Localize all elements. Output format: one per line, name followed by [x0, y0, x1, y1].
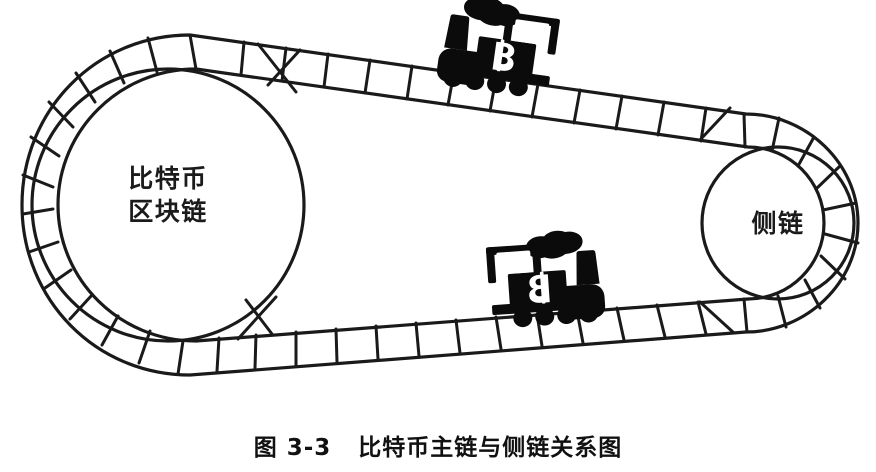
- ties-right-arc: [742, 112, 860, 334]
- train-upper: [434, 0, 561, 101]
- transition-ties: [236, 42, 736, 341]
- train-lower: [485, 229, 607, 330]
- inner-rail: [56, 67, 826, 343]
- side-chain-label-group: 侧链: [751, 209, 804, 238]
- figure-caption: 图 3-3 比特币主链与侧链关系图: [253, 435, 623, 461]
- side-chain-label: 侧链: [751, 209, 804, 238]
- ties-left-arc: [21, 33, 221, 376]
- main-chain-label-line1: 比特币: [128, 164, 208, 193]
- track-loop: [20, 33, 860, 377]
- chain-track-diagram: 比特币 区块链 侧链: [20, 0, 860, 377]
- ties-lower-rail: [253, 300, 708, 370]
- main-chain-hub: [30, 67, 306, 343]
- outer-rail: [20, 33, 860, 377]
- main-chain-label-group: 比特币 区块链: [128, 164, 208, 226]
- main-chain-label-line2: 区块链: [128, 197, 208, 226]
